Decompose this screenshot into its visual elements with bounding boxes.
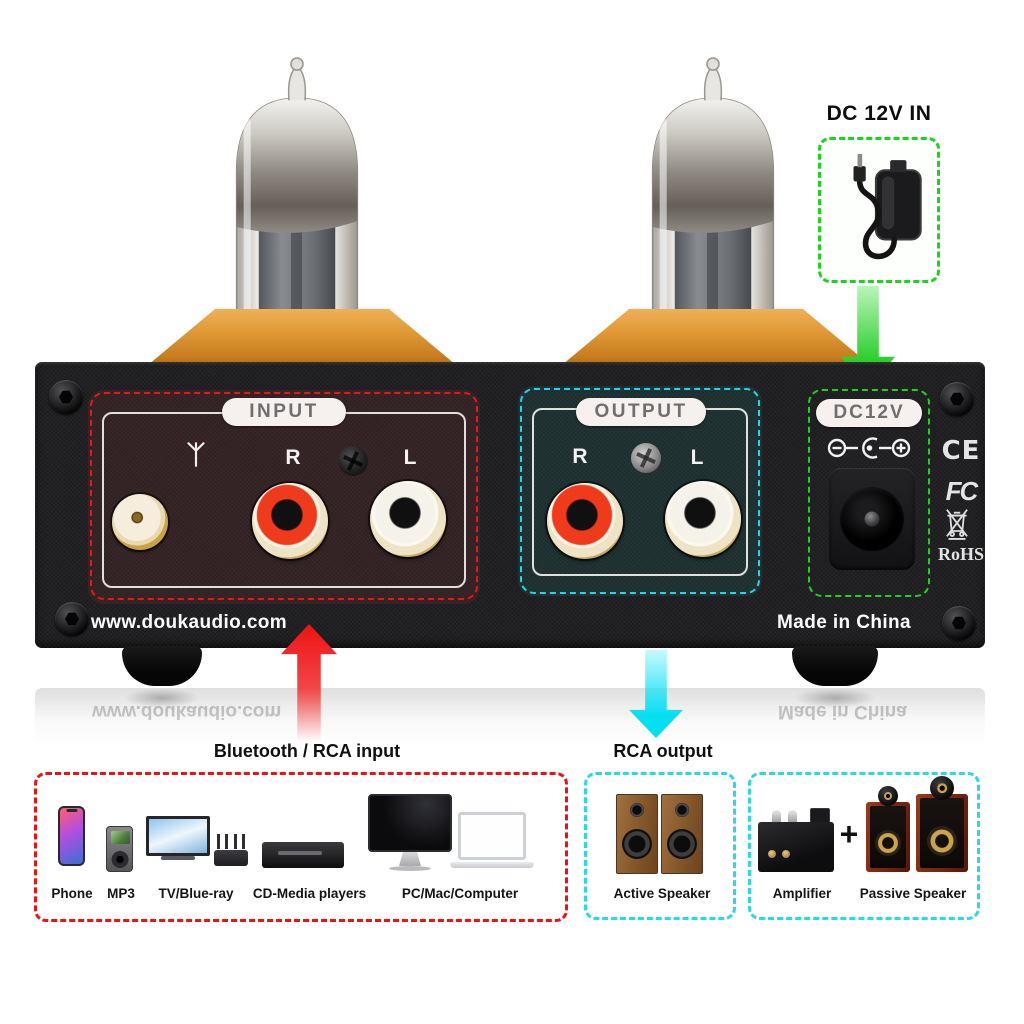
brand-website: www.doukaudio.com <box>91 612 288 633</box>
amplifier-icon <box>758 808 834 872</box>
amplifier-label: Amplifier <box>772 886 832 901</box>
phone-icon <box>58 806 85 866</box>
input-right-label: R <box>285 446 301 469</box>
power-zone-outline <box>808 389 930 597</box>
input-left-label: L <box>403 446 417 469</box>
input-callout-label: Bluetooth / RCA input <box>213 741 401 761</box>
polarity-icon <box>827 437 911 459</box>
laptop-icon <box>450 812 534 868</box>
tv-icon <box>146 816 210 860</box>
output-panel-label: OUTPUT <box>576 398 706 426</box>
reflection-made-in: Made in China <box>778 701 907 722</box>
passive-speaker-icon <box>916 776 968 872</box>
rca-output-right-jack[interactable] <box>547 483 623 559</box>
rca-output-left-jack[interactable] <box>665 481 741 557</box>
cd-player-icon <box>262 842 344 868</box>
output-right-label: R <box>572 445 588 468</box>
output-callout-label: RCA output <box>613 741 713 761</box>
antenna-connector[interactable] <box>112 494 168 550</box>
active-speaker-label: Active Speaker <box>613 886 711 901</box>
dc-jack-pin <box>864 511 880 527</box>
plus-sign: + <box>839 816 859 852</box>
fcc-mark: FC <box>945 476 979 506</box>
weee-bin-icon <box>946 509 968 540</box>
router-icon <box>214 834 248 866</box>
reflection <box>35 688 985 746</box>
source-label-mp3: MP3 <box>107 886 135 901</box>
dc-power-jack[interactable] <box>829 468 915 570</box>
active-speaker-icon <box>616 794 658 874</box>
dc-power-title: DC 12V IN <box>826 102 932 125</box>
input-panel-label: INPUT <box>222 398 346 426</box>
power-adapter-icon <box>853 153 922 260</box>
reflection-foot <box>794 688 876 708</box>
amplifier-rear-panel: INPUT R L OUTPUT R L DC12V <box>35 362 985 648</box>
chassis-screw <box>940 382 974 416</box>
output-zone-outline <box>520 388 760 594</box>
rca-input-left-jack[interactable] <box>370 481 446 557</box>
reflection-foot <box>124 688 200 708</box>
rubber-foot-left <box>122 646 202 686</box>
input-zone-outline <box>90 392 478 600</box>
source-label-tv: TV/Blue-ray <box>158 886 234 901</box>
chassis-screw <box>55 602 89 636</box>
output-left-label: L <box>690 446 704 469</box>
chassis-screw <box>49 380 83 414</box>
mp3-player-icon <box>106 826 133 872</box>
active-speaker-icon <box>661 794 703 874</box>
desktop-monitor-icon <box>368 794 452 872</box>
tube-socket-right <box>566 309 866 365</box>
made-in-label: Made in China <box>777 612 911 633</box>
panel-screw <box>338 446 368 476</box>
rca-input-right-jack[interactable] <box>252 483 328 559</box>
power-panel-label: DC12V <box>816 399 922 427</box>
power-adapter-box <box>818 137 940 283</box>
rohs-mark: RoHS <box>937 544 984 564</box>
passive-speaker-label: Passive Speaker <box>859 886 967 901</box>
source-label-cd: CD-Media players <box>252 886 367 901</box>
reflection-website: www.doukaudio.com <box>92 701 282 722</box>
passive-speaker-icon <box>866 786 910 872</box>
dc-jack-hole <box>840 487 904 551</box>
ce-mark: CE <box>941 436 981 466</box>
chassis-screw <box>942 606 976 640</box>
active-speaker-box <box>584 772 736 920</box>
panel-screw <box>631 443 661 473</box>
antenna-icon <box>187 442 205 467</box>
source-label-phone: Phone <box>51 886 93 901</box>
tube-socket-left <box>152 309 452 365</box>
source-label-pc: PC/Mac/Computer <box>401 886 519 901</box>
rubber-foot-right <box>792 646 878 686</box>
